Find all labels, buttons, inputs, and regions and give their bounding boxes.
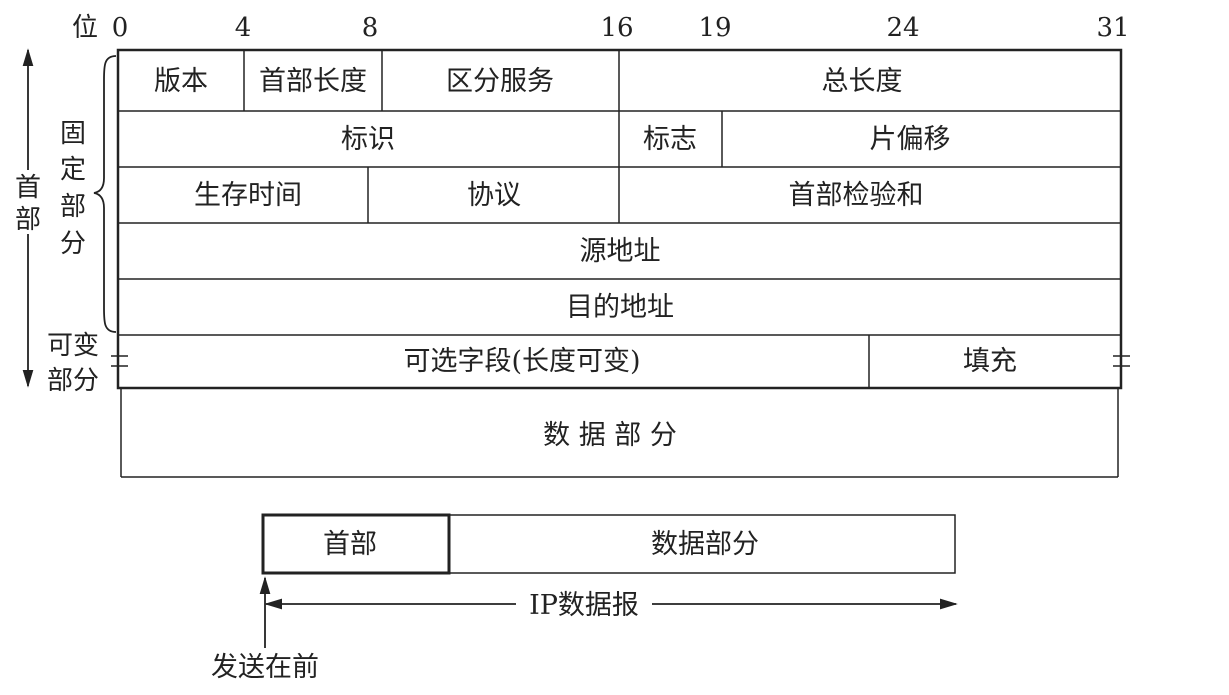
bit-tick-0: 0 (112, 13, 129, 43)
variable-part-label-1: 可变 (47, 331, 99, 361)
send-first-label: 发送在前 (211, 652, 319, 683)
fixed-part-label-4: 分 (60, 229, 86, 259)
field-identification: 标识 (341, 124, 395, 155)
field-total-length: 总长度 (822, 66, 903, 97)
variable-part-label-2: 部分 (47, 366, 99, 396)
header-label-2: 部 (15, 205, 41, 235)
bit-tick-31: 31 (1096, 13, 1129, 43)
field-flags: 标志 (643, 124, 697, 155)
fixed-part-label-3: 部 (60, 192, 86, 222)
field-source-address: 源地址 (580, 236, 661, 267)
datagram-span-label: IP数据报 (529, 590, 639, 621)
field-padding: 填充 (963, 346, 1017, 377)
datagram-header-box (261, 513, 451, 575)
header-label-bg (12, 170, 44, 234)
data-part-box (120, 388, 1119, 478)
datagram-header-label: 首部 (323, 529, 377, 560)
field-ttl: 生存时间 (194, 180, 302, 211)
field-checksum: 首部检验和 (789, 180, 924, 211)
field-diff-services: 区分服务 (446, 66, 554, 97)
bit-tick-19: 19 (698, 13, 731, 43)
field-dest-address: 目的地址 (566, 292, 674, 323)
bit-axis-label: 位 (72, 13, 98, 43)
fixed-part-label-2: 定 (60, 155, 86, 185)
field-protocol: 协议 (467, 180, 521, 211)
bit-tick-16: 16 (600, 13, 633, 43)
datagram-data-label: 数据部分 (651, 529, 759, 560)
fixed-part-label-1: 固 (60, 119, 86, 149)
header-label-1: 首 (15, 173, 41, 203)
header-grid (111, 48, 1130, 390)
bit-tick-24: 24 (886, 13, 919, 43)
fixed-part-brace (93, 55, 117, 333)
field-fragment-offset: 片偏移 (870, 124, 951, 155)
field-header-length: 首部长度 (259, 66, 367, 97)
bit-tick-4: 4 (235, 13, 252, 43)
bit-tick-8: 8 (362, 13, 379, 43)
field-options: 可选字段(长度可变) (403, 346, 640, 377)
data-part-label: 数 据 部 分 (543, 420, 677, 451)
field-version: 版本 (154, 66, 208, 97)
